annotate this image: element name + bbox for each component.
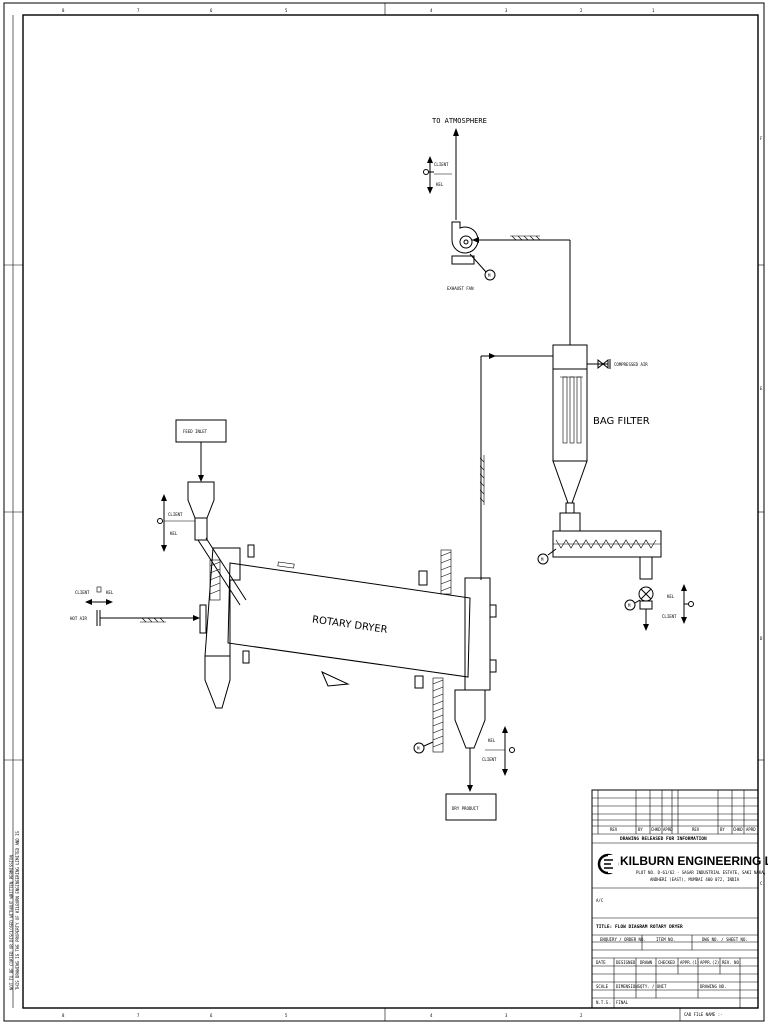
company-address: ANDHERI (EAST), MUMBAI 400 072, INDIA	[650, 877, 740, 882]
scale-label: SCALE	[596, 984, 609, 989]
bag-filter-label: BAG FILTER	[593, 416, 650, 427]
screw-conveyor: M M KEL CLIENT	[537, 512, 694, 631]
kel-label: KEL	[488, 738, 496, 743]
compressed-air-label: COMPRESSED AIR	[614, 362, 648, 367]
motor-label: M	[417, 746, 420, 751]
company-address: PLOT NO. D-61/62 - SAGAR INDUSTRIAL ESTA…	[636, 870, 766, 875]
kel-label: KEL	[170, 531, 178, 536]
col-mark: 3	[505, 1013, 508, 1018]
col-mark: 5	[285, 1013, 288, 1018]
row-mark: E	[760, 386, 763, 391]
by-label: BY	[720, 827, 725, 832]
to-atmosphere-label: TO ATMOSPHERE	[432, 117, 487, 125]
designed-label: DESIGNED	[616, 960, 636, 965]
hot-air-inlet: HOT AIR CLIENT KEL	[70, 586, 207, 634]
col-mark: 2	[580, 1013, 583, 1018]
rotary-dryer-label: ROTARY DRYER	[311, 614, 388, 635]
motor-label: M	[628, 603, 631, 608]
dwg-header: DWG NO. / SHEET NO.	[702, 937, 748, 942]
rev-no-label: REV. NO.	[722, 960, 741, 965]
kel-label: KEL	[667, 594, 675, 599]
col-mark: 6	[210, 1013, 213, 1018]
aprd-label: APRD	[663, 827, 673, 832]
scale-value: N.T.S.	[596, 1000, 610, 1005]
drawing-released-note: DRAWING RELEASED FOR INFORMATION	[620, 836, 707, 842]
hot-air-label: HOT AIR	[70, 616, 87, 621]
client-label: CLIENT	[482, 757, 497, 762]
insulation-hatch	[510, 235, 541, 241]
margin-note: NOT TO BE COPIED OR DISCLOSED WITHOUT WR…	[9, 855, 14, 990]
kel-label: KEL	[106, 590, 114, 595]
bag-filter: BAG FILTER COMPRESSED AIR	[479, 344, 650, 580]
exhaust-fan-label: EXHAUST FAN	[447, 286, 474, 291]
by-label: BY	[638, 827, 643, 832]
exhaust-fan: TO ATMOSPHERE CLIENT KEL M EXHAUST FAN	[423, 117, 571, 345]
rotary-dryer: ROTARY DRYER M	[204, 544, 515, 821]
col-mark: 7	[137, 1013, 140, 1018]
appr1-label: APPR.(1)	[680, 960, 699, 965]
item-header: ITEM NO.	[656, 937, 675, 942]
row-mark: D	[760, 636, 763, 641]
client-label: CLIENT	[662, 614, 677, 619]
row-mark: C	[760, 881, 763, 886]
cad-file-label: CAD FILE NAME :-	[684, 1012, 723, 1017]
col-mark: 8	[62, 1013, 65, 1018]
column-marks: 8 7 6 5 4 3 2 1 8 7 6 5 4 3 2	[62, 8, 655, 1018]
col-mark: 1	[652, 8, 655, 13]
rev-label: REV	[610, 827, 618, 832]
ac-label: A/C	[596, 898, 604, 903]
drawn-label: DRAWN	[640, 960, 653, 965]
company-logo	[597, 853, 619, 875]
date-label: DATE	[596, 960, 606, 965]
client-label: CLIENT	[75, 590, 90, 595]
checked-label: CHECKED	[658, 960, 675, 965]
feed-inlet-label: FEED INLET	[183, 429, 208, 434]
title-block: REV BY CHKD APRD REV BY CHKD APRD DRAWIN…	[591, 789, 768, 1021]
company-name: KILBURN ENGINEERING LTD.	[620, 854, 768, 868]
insulation-hatch	[479, 455, 485, 505]
col-mark: 3	[505, 8, 508, 13]
drawing-no-label: DRAWING NO.	[700, 984, 727, 989]
sheet-frame	[3, 2, 765, 1022]
dimensions-label: DIMENSIONS	[616, 984, 641, 989]
col-mark: 7	[137, 8, 140, 13]
kel-label: KEL	[436, 182, 444, 187]
col-mark: 2	[580, 8, 583, 13]
chkd-label: CHKD	[733, 827, 743, 832]
insulation-hatch	[140, 617, 166, 623]
feed-inlet: FEED INLET CLIENT KEL	[157, 419, 247, 606]
col-mark: 4	[430, 8, 433, 13]
enquiry-header: ENQUIRY / ORDER NO.	[600, 937, 646, 942]
motor-label: M	[488, 273, 491, 278]
margin-notes: THIS DRAWING IS THE PROPERTY OF KILBURN …	[9, 830, 20, 990]
margin-note: THIS DRAWING IS THE PROPERTY OF KILBURN …	[15, 830, 20, 990]
appr2-label: APPR.(2)	[700, 960, 719, 965]
qty-label: QTY. / UNIT	[640, 984, 667, 989]
aprd-label: APRD	[746, 827, 756, 832]
chkd-label: CHKD	[651, 827, 661, 832]
dimensions-value: FINAL	[616, 1000, 629, 1005]
dry-product-label: DRY PRODUCT	[452, 806, 479, 811]
col-mark: 6	[210, 8, 213, 13]
client-label: CLIENT	[168, 512, 183, 517]
col-mark: 5	[285, 8, 288, 13]
client-label: CLIENT	[434, 162, 449, 167]
col-mark: 4	[430, 1013, 433, 1018]
row-marks: F E D C	[760, 136, 763, 886]
rev-label: REV	[692, 827, 700, 832]
motor-label: M	[541, 557, 544, 562]
drawing-title: TITLE: FLOW DIAGRAM ROTARY DRYER	[596, 924, 683, 930]
row-mark: F	[760, 136, 763, 141]
col-mark: 8	[62, 8, 65, 13]
